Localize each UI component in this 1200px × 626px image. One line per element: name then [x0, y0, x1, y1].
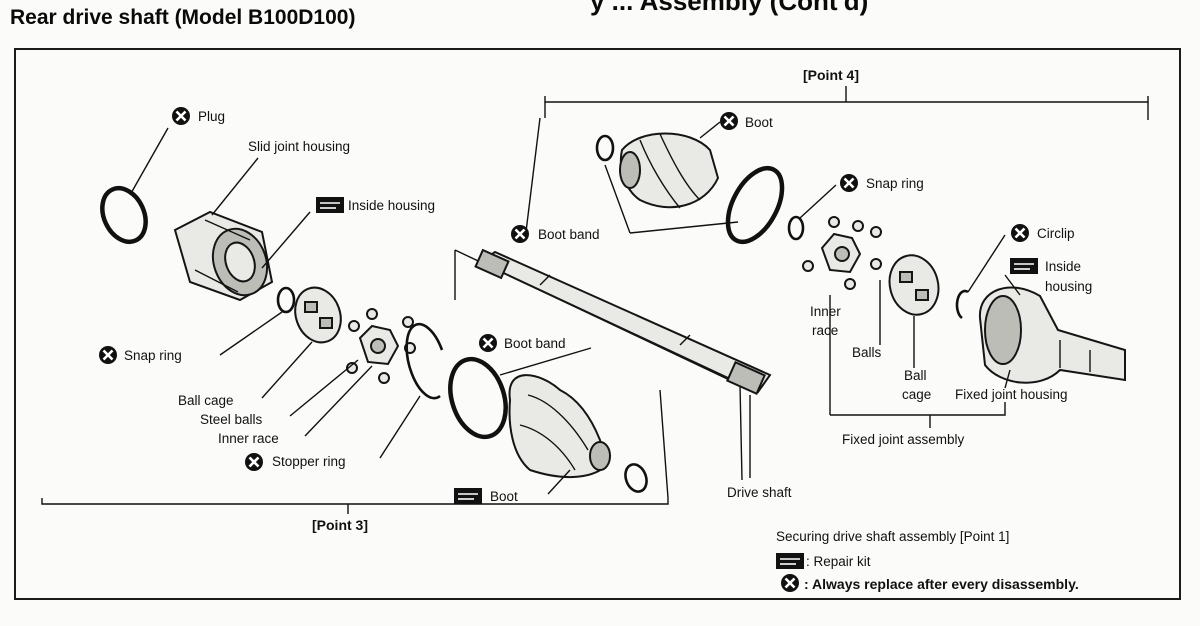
x-circle-icon	[97, 344, 119, 366]
label-plug: Plug	[198, 109, 225, 124]
plug-part	[100, 186, 148, 244]
point4-bracket	[524, 86, 1149, 241]
repair-kit-icon	[453, 487, 483, 505]
stopper-ring-part	[405, 322, 444, 400]
slide-joint-housing-part	[173, 210, 274, 302]
repair-kit-icon	[1009, 257, 1039, 275]
point3-label: [Point 3]	[312, 517, 368, 533]
snap-ring-left-part	[276, 286, 296, 314]
label-boot-upper: Boot	[745, 115, 773, 130]
x-circle-icon	[1009, 222, 1031, 244]
snap-ring-upper-left-part	[595, 134, 615, 162]
label-circlip: Circlip	[1037, 226, 1075, 241]
label-drive-shaft: Drive shaft	[727, 485, 792, 500]
point4-label: [Point 4]	[803, 67, 859, 83]
page-title: Rear drive shaft (Model B100D100)	[10, 6, 356, 29]
x-circle-icon	[718, 110, 740, 132]
steel-balls-left	[346, 308, 416, 384]
inner-race-right-part	[820, 232, 862, 274]
circlip-part	[955, 289, 969, 320]
cut-off-heading: y ... Assembly (Cont'd)	[590, 0, 869, 16]
label-stopper-ring: Stopper ring	[272, 454, 346, 469]
x-circle-icon	[838, 172, 860, 194]
diagram-frame	[14, 48, 1181, 600]
point3-bracket	[41, 389, 669, 514]
legend-securing-note: Securing drive shaft assembly [Point 1]	[776, 529, 1009, 544]
label-ball-cage-right-1: Ball	[904, 368, 927, 383]
legend-repair-kit: : Repair kit	[806, 554, 871, 569]
drive-shaft-part	[474, 248, 772, 395]
label-inner-race-right-2: race	[812, 323, 838, 338]
boot-band-lower-part	[448, 356, 508, 440]
label-snap-ring-right: Snap ring	[866, 176, 924, 191]
x-circle-icon	[243, 451, 265, 473]
label-fixed-joint-assembly: Fixed joint assembly	[842, 432, 965, 447]
x-circle-icon	[779, 572, 801, 594]
label-inner-race-right-1: Inner	[810, 304, 841, 319]
boot-upper-part	[619, 132, 720, 209]
x-circle-icon	[477, 332, 499, 354]
label-steel-balls: Steel balls	[200, 412, 263, 427]
label-boot-band-lower: Boot band	[504, 336, 566, 351]
balls-right	[802, 216, 882, 290]
label-balls: Balls	[852, 345, 882, 360]
snap-ring-lower-part	[624, 463, 648, 493]
repair-kit-icon	[315, 196, 345, 214]
label-ball-cage-right-2: cage	[902, 387, 931, 402]
fixed-joint-housing-part	[978, 286, 1126, 384]
legend-always-replace: : Always replace after every disassembly…	[804, 576, 1079, 592]
x-circle-icon	[170, 105, 192, 127]
snap-ring-right-part	[787, 215, 805, 241]
label-fixed-joint-housing: Fixed joint housing	[955, 387, 1068, 402]
ball-cage-left-part	[294, 286, 342, 344]
repair-kit-icon	[775, 552, 805, 570]
label-inside-housing-right-2: housing	[1045, 279, 1092, 294]
ball-cage-right-part	[888, 254, 940, 316]
x-circle-icon	[509, 223, 531, 245]
label-inside-housing-left: Inside housing	[348, 198, 435, 213]
inner-race-left-part	[358, 324, 400, 366]
boot-lower-part	[508, 374, 611, 478]
label-snap-ring-left: Snap ring	[124, 348, 182, 363]
label-boot-lower: Boot	[490, 489, 518, 504]
label-inner-race-left: Inner race	[218, 431, 279, 446]
boot-band-upper-part	[725, 165, 785, 245]
fixed-joint-assembly-bracket	[830, 402, 1006, 428]
legend: Securing drive shaft assembly [Point 1] …	[775, 529, 1079, 594]
label-boot-band-upper: Boot band	[538, 227, 600, 242]
label-slid-joint-housing: Slid joint housing	[248, 139, 350, 154]
label-inside-housing-right-1: Inside	[1045, 259, 1081, 274]
label-ball-cage-left: Ball cage	[178, 393, 234, 408]
